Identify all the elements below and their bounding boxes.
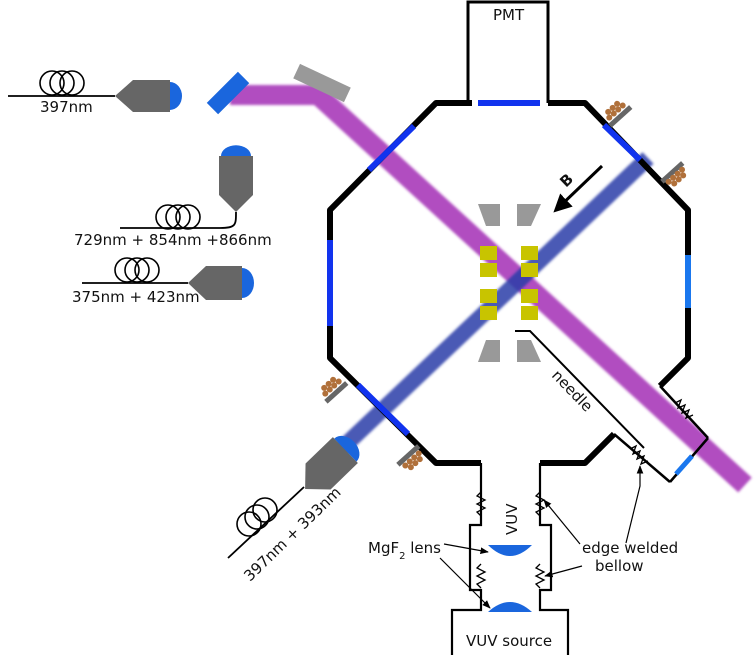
fiber-coil-icon bbox=[236, 497, 278, 537]
feedthrough-icon bbox=[321, 376, 349, 404]
laser-397-input: 397nm bbox=[8, 70, 182, 116]
collimator-icon bbox=[115, 80, 170, 112]
label-397: 397nm bbox=[40, 98, 93, 116]
bellow-label-1: edge welded bbox=[582, 539, 678, 557]
feedthrough-icon bbox=[605, 100, 633, 128]
fiber-coil-icon bbox=[39, 70, 85, 96]
feedthrough-icon bbox=[396, 444, 423, 471]
beam-combined-purple bbox=[230, 85, 752, 493]
laser-729-input: 729nm + 854nm +866nm bbox=[74, 145, 272, 249]
viewports bbox=[327, 100, 691, 437]
feedthrough-icon bbox=[660, 161, 687, 187]
needle bbox=[515, 330, 645, 449]
vuv-bellows bbox=[475, 491, 546, 589]
laser-375-input: 375nm + 423nm bbox=[72, 257, 254, 306]
feedthroughs bbox=[321, 100, 687, 471]
bellow-annotation: edge welded bellow bbox=[543, 465, 678, 578]
laser-397-393-input: 397nm + 393nm bbox=[227, 435, 360, 585]
bellow-zigzag bbox=[674, 398, 694, 420]
vuv-tube bbox=[450, 463, 570, 655]
pmt-housing: PMT bbox=[466, 0, 550, 103]
collimator-icon bbox=[305, 437, 358, 490]
mgf2-lens-upper bbox=[488, 545, 532, 556]
mgf2-lens-annotation: MgF2 lens bbox=[368, 539, 491, 609]
vuv-source-label: VUV source bbox=[466, 632, 552, 650]
mirror-icon bbox=[206, 71, 250, 115]
fiber-coil-icon bbox=[114, 257, 160, 283]
mgf2-lens-lower bbox=[488, 602, 532, 612]
label-375: 375nm + 423nm bbox=[72, 288, 200, 306]
vuv-label: VUV bbox=[503, 503, 521, 535]
label-729: 729nm + 854nm +866nm bbox=[74, 231, 272, 249]
collimator-icon bbox=[219, 156, 253, 212]
collimator-icon bbox=[188, 266, 242, 300]
bellow-zigzag bbox=[629, 444, 649, 466]
bellow-label-2: bellow bbox=[595, 557, 644, 575]
mirror-icon bbox=[293, 63, 351, 103]
b-field-label: B bbox=[556, 170, 577, 191]
mgf2-label: MgF2 lens bbox=[368, 539, 441, 562]
trap-electrodes bbox=[478, 204, 541, 362]
beam-397-393 bbox=[332, 152, 654, 458]
fiber-coil-icon bbox=[155, 204, 201, 230]
pmt-label: PMT bbox=[493, 6, 525, 24]
